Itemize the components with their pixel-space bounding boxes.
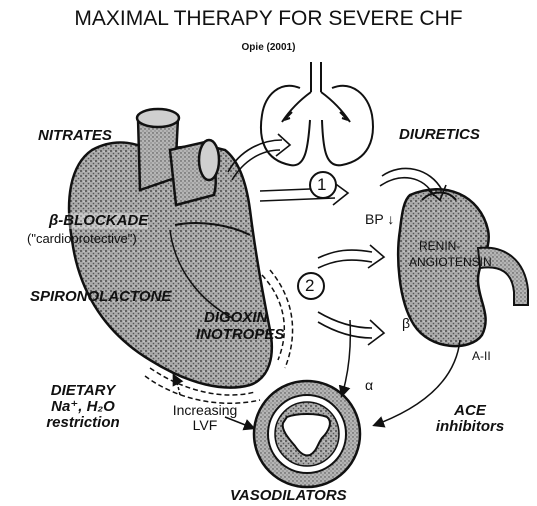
dietary-line-2: Na⁺, H₂O: [28, 399, 138, 415]
label-increasing-lvf: Increasing LVF: [160, 403, 250, 432]
label-spironolactone: SPIRONOLACTONE: [30, 289, 171, 305]
label-beta-blockade: β-BLOCKADE: [49, 213, 148, 229]
dietary-line-1: DIETARY: [28, 383, 138, 399]
label-ace-inhibitors: ACE inhibitors: [420, 403, 520, 435]
label-digoxin: DIGOXIN: [204, 310, 267, 326]
label-inotropes: INOTROPES: [196, 327, 284, 343]
label-bp-decrease: BP ↓: [365, 212, 394, 227]
heart-illustration: [69, 109, 293, 403]
label-diuretics: DIURETICS: [399, 127, 480, 143]
label-beta: β: [402, 316, 410, 331]
ace-line-2: inhibitors: [420, 419, 520, 435]
label-vasodilators: VASODILATORS: [230, 488, 347, 504]
label-alpha: α: [365, 378, 373, 393]
label-angiotensin: ANGIOTENSIN: [409, 256, 492, 269]
dietary-line-3: restriction: [28, 415, 138, 431]
step-2-number: 2: [305, 277, 314, 295]
step-1-number: 1: [317, 176, 326, 194]
label-nitrates: NITRATES: [38, 128, 112, 144]
label-renin: RENIN-: [419, 240, 460, 253]
ace-line-1: ACE: [420, 403, 520, 419]
label-cardioprotective: ("cardioprotective"): [27, 232, 137, 246]
label-dietary-restriction: DIETARY Na⁺, H₂O restriction: [28, 383, 138, 430]
lvf-line: LVF: [160, 418, 250, 433]
page-title: MAXIMAL THERAPY FOR SEVERE CHF: [0, 8, 537, 30]
increasing-line: Increasing: [160, 403, 250, 418]
citation: Opie (2001): [0, 43, 537, 54]
label-a-ii: A-II: [472, 350, 491, 363]
artery-cross-section-illustration: [254, 381, 360, 487]
